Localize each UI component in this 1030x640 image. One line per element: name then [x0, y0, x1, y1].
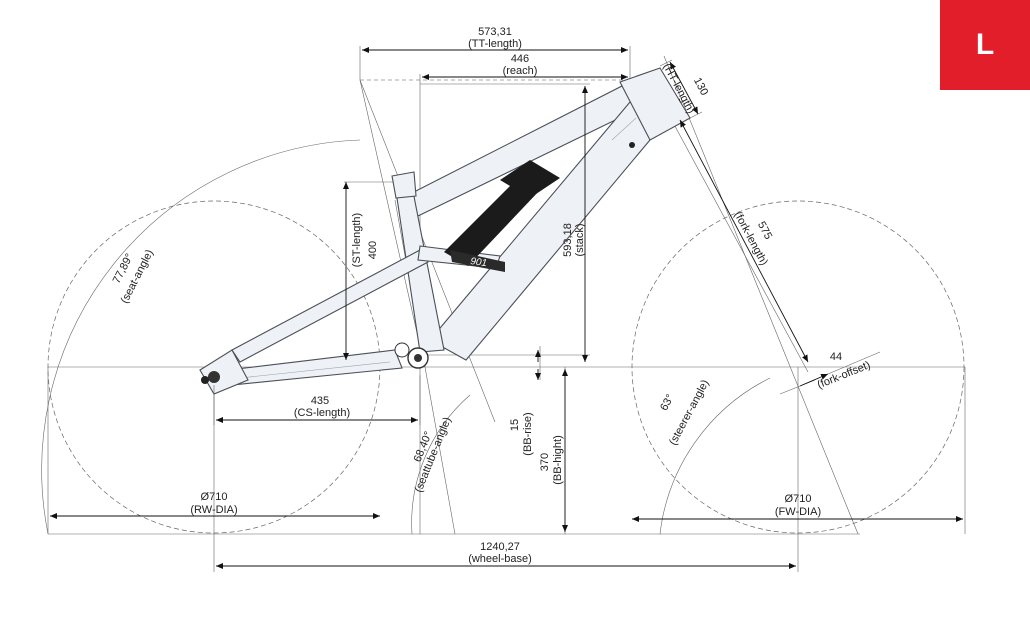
- bb-rise-label: (BB-rise): [522, 412, 534, 455]
- fw-dia-dimension: Ø710 (FW-DIA): [632, 493, 963, 522]
- fork-length-dimension: (fork-length) 575: [679, 119, 809, 363]
- seat-angle-dimension: 77,89° (seat-angle): [111, 248, 156, 306]
- bb-rise-value: 15: [509, 419, 521, 431]
- fork-offset-dimension: 44 (fork-offset): [799, 351, 881, 391]
- cs-length-dimension: 435 (CS-length): [213, 375, 421, 425]
- rw-dia-value: Ø710: [201, 491, 228, 503]
- steerer-angle-dimension: 63° (steerer-angle): [658, 378, 711, 447]
- seattube-angle-arc: [411, 394, 471, 535]
- st-length-label: (ST-length): [351, 213, 363, 267]
- steerer-angle-arc: [659, 377, 771, 535]
- reach-value: 446: [511, 53, 529, 65]
- frame-size-badge: L: [940, 0, 1030, 90]
- steerer-angle-value: 63°: [658, 392, 676, 412]
- rw-dia-dimension: Ø710 (RW-DIA): [50, 491, 380, 519]
- ht-length-value: 130: [691, 76, 710, 98]
- wheelbase-label: (wheel-base): [468, 553, 532, 565]
- bb-height-dimension: 370 (BB-hight): [539, 369, 568, 532]
- stack-value: 593,18: [562, 223, 574, 257]
- shock-brand-label: 901: [470, 256, 488, 269]
- fw-dia-label: (FW-DIA): [775, 506, 821, 518]
- tt-length-dimension: 573,31 (TT-length): [362, 26, 628, 53]
- bike-frame: 901: [199, 67, 691, 395]
- bb-height-label: (BB-hight): [552, 435, 564, 485]
- cs-length-value: 435: [311, 395, 329, 407]
- seattube-angle-dimension: 68,40° (seattube-angle): [412, 415, 454, 494]
- tt-length-label: (TT-length): [468, 38, 522, 50]
- st-length-dimension: (ST-length) 400: [343, 181, 394, 360]
- steerer-angle-label: (steerer-angle): [667, 378, 711, 447]
- tt-length-value: 573,31: [478, 26, 512, 38]
- frame-size-label: L: [975, 28, 995, 61]
- reach-dimension: 446 (reach): [422, 53, 628, 80]
- st-length-value: 400: [367, 241, 379, 259]
- bb-height-value: 370: [539, 453, 551, 471]
- wheelbase-dimension: 1240,27 (wheel-base): [216, 541, 796, 569]
- cs-length-label: (CS-length): [294, 407, 350, 419]
- fork-offset-value: 44: [830, 351, 842, 363]
- bb-rise-dimension: 15 (BB-rise): [509, 350, 541, 456]
- seat-angle-arc: [41, 139, 361, 535]
- stack-label: (stack): [574, 224, 586, 257]
- fw-dia-value: Ø710: [785, 493, 812, 505]
- stack-dimension: 593,18 (stack): [562, 86, 588, 362]
- rw-dia-label: (RW-DIA): [190, 504, 237, 516]
- wheelbase-value: 1240,27: [480, 541, 520, 553]
- rear-shock: [444, 176, 540, 266]
- reach-label: (reach): [503, 65, 538, 77]
